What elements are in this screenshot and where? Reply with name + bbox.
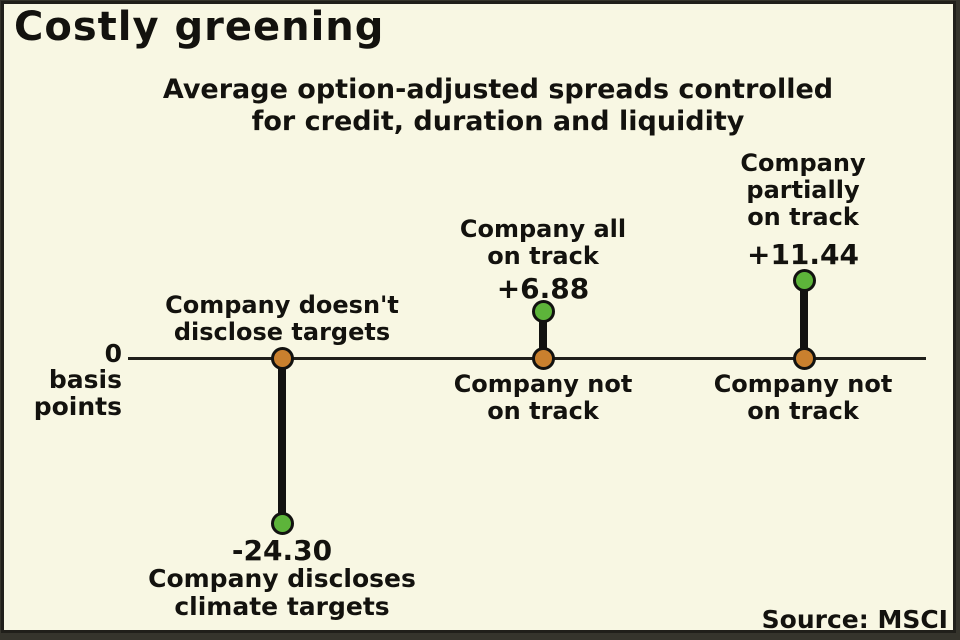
value-label: +11.44: [746, 238, 860, 271]
green-dot-marker: [270, 511, 294, 535]
chart-subtitle-line1: Average option-adjusted spreads controll…: [162, 74, 834, 105]
green-dot-marker: [792, 269, 816, 293]
baseline-label: Company not on track: [453, 370, 633, 426]
orange-dot-marker: [792, 347, 816, 370]
lollipop-stem: [800, 280, 808, 359]
chart-subtitle: Average option-adjusted spreads controll…: [112, 74, 884, 139]
baseline-label: Company not on track: [713, 370, 893, 426]
chart-title: Costly greening: [14, 4, 385, 50]
baseline-label: Company doesn't disclose targets: [165, 291, 399, 347]
lollipop-stem: [539, 311, 547, 359]
y-axis-zero-label: 0 basis points: [33, 339, 122, 421]
end-label: Company discloses climate targets: [148, 564, 416, 622]
value-label: +6.88: [496, 272, 590, 305]
source-credit: Source: MSCI: [761, 605, 948, 634]
end-label: Company all on track: [459, 215, 627, 271]
end-label: Company partially on track: [740, 149, 866, 232]
orange-dot-marker: [270, 347, 294, 370]
chart-subtitle-line2: for credit, duration and liquidity: [251, 106, 745, 138]
green-dot-marker: [531, 300, 555, 324]
orange-dot-marker: [531, 347, 555, 370]
lollipop-stem: [278, 358, 286, 524]
value-label: -24.30: [231, 534, 333, 567]
zero-baseline: [128, 357, 926, 360]
